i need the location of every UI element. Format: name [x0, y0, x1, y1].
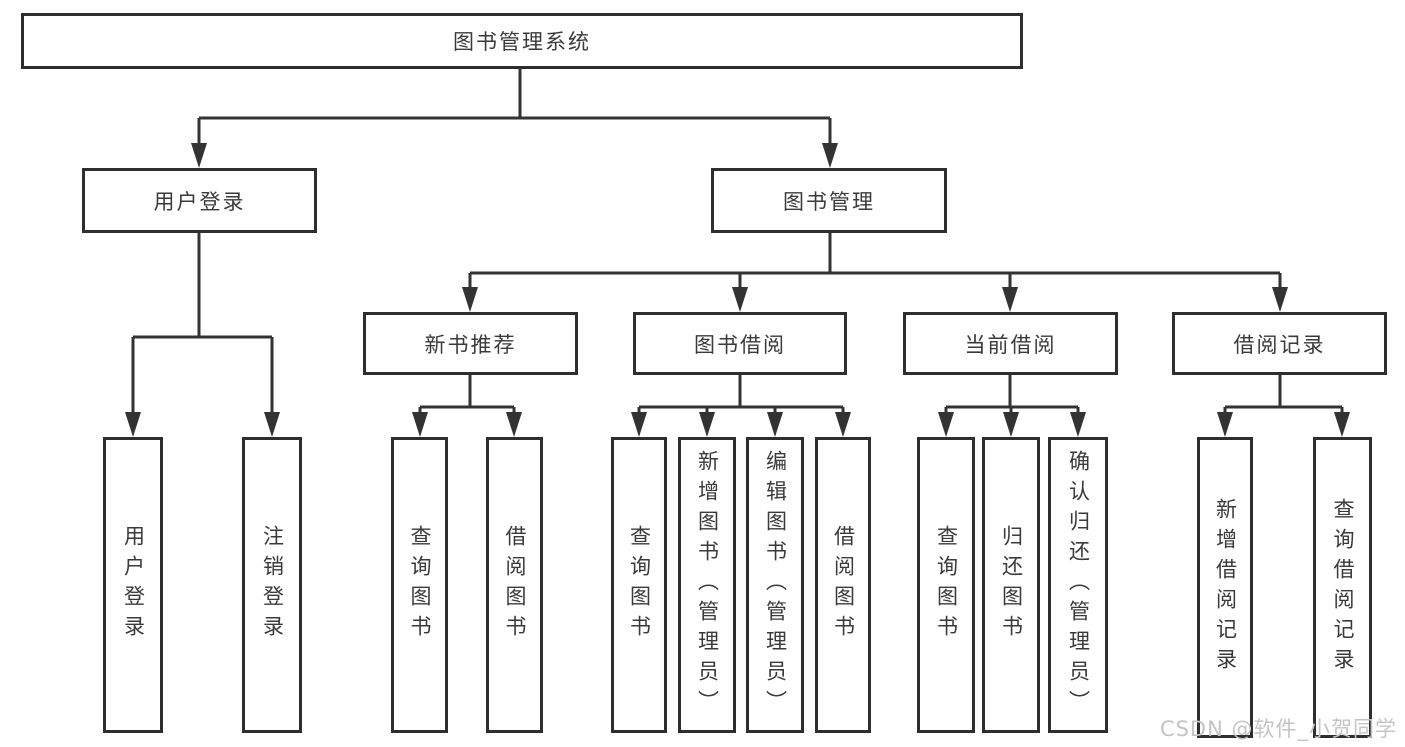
arrow-down-icon [125, 412, 141, 437]
node-current-borrow: 当前借阅 [903, 312, 1118, 375]
arrow-down-icon [412, 412, 428, 437]
node-user-login-label: 用户登录 [153, 189, 246, 214]
node-new-book-recommend-label: 新书推荐 [424, 332, 517, 357]
leaf-bb-borrow-books-label: 借阅图书 [831, 525, 856, 645]
arrow-down-icon [1272, 287, 1288, 312]
node-book-borrow-label: 图书借阅 [694, 332, 786, 357]
node-book-management: 图书管理 [711, 168, 947, 233]
node-book-borrow: 图书借阅 [633, 312, 847, 375]
arrow-down-icon [699, 412, 715, 437]
arrow-down-icon [1003, 412, 1019, 437]
node-new-book-recommend: 新书推荐 [363, 312, 578, 375]
arrowhead-icons [125, 143, 1350, 437]
arrow-down-icon [1002, 287, 1018, 312]
leaf-nb-query-books: 查询图书 [391, 437, 448, 733]
arrow-down-icon [835, 412, 851, 437]
node-root-label: 图书管理系统 [453, 30, 591, 54]
watermark: CSDN @软件_小贺同学 [1159, 717, 1397, 741]
leaf-cb-return-books: 归还图书 [982, 437, 1040, 733]
leaf-user-login: 用户登录 [103, 437, 163, 733]
leaf-nb-borrow-books: 借阅图书 [486, 437, 543, 733]
leaf-cb-confirm-return-admin: 确认归还（管理员） [1048, 437, 1108, 733]
arrow-down-icon [631, 412, 647, 437]
arrow-down-icon [822, 143, 838, 168]
leaf-bb-edit-books-admin: 编辑图书（管理员） [746, 437, 804, 733]
leaf-cb-query-books-label: 查询图书 [934, 525, 959, 645]
leaf-bb-add-books-admin-label: 新增图书（管理员） [695, 450, 720, 720]
node-book-management-label: 图书管理 [783, 189, 875, 214]
arrow-down-icon [767, 412, 783, 437]
leaf-bb-query-books-label: 查询图书 [627, 525, 652, 645]
leaf-logout-label: 注销登录 [260, 525, 285, 645]
leaf-br-query-record: 查询借阅记录 [1313, 437, 1372, 738]
arrow-down-icon [264, 412, 280, 437]
leaf-cb-return-books-label: 归还图书 [999, 525, 1024, 645]
node-root: 图书管理系统 [21, 13, 1023, 69]
arrow-down-icon [462, 287, 478, 312]
arrow-down-icon [938, 412, 954, 437]
arrow-down-icon [732, 287, 748, 312]
arrow-down-icon [1217, 412, 1233, 437]
leaf-bb-edit-books-admin-label: 编辑图书（管理员） [763, 450, 788, 720]
arrow-down-icon [506, 412, 522, 437]
node-current-borrow-label: 当前借阅 [964, 332, 1057, 357]
arrow-down-icon [1070, 412, 1086, 437]
leaf-bb-add-books-admin: 新增图书（管理员） [678, 437, 736, 733]
leaf-br-add-record-label: 新增借阅记录 [1213, 497, 1238, 678]
node-borrow-records: 借阅记录 [1172, 312, 1387, 375]
node-user-login: 用户登录 [82, 168, 317, 233]
arrow-down-icon [1334, 412, 1350, 437]
leaf-bb-query-books: 查询图书 [611, 437, 667, 733]
leaf-logout: 注销登录 [242, 437, 302, 733]
leaf-cb-query-books: 查询图书 [917, 437, 975, 733]
leaf-cb-confirm-return-admin-label: 确认归还（管理员） [1066, 450, 1091, 720]
leaf-bb-borrow-books: 借阅图书 [815, 437, 871, 733]
leaf-br-add-record: 新增借阅记录 [1197, 437, 1253, 738]
leaf-nb-borrow-books-label: 借阅图书 [503, 525, 527, 645]
arrow-down-icon [191, 143, 207, 168]
leaf-nb-query-books-label: 查询图书 [408, 525, 432, 645]
node-borrow-records-label: 借阅记录 [1233, 332, 1326, 357]
leaf-user-login-label: 用户登录 [121, 525, 146, 645]
leaf-br-query-record-label: 查询借阅记录 [1331, 497, 1355, 678]
